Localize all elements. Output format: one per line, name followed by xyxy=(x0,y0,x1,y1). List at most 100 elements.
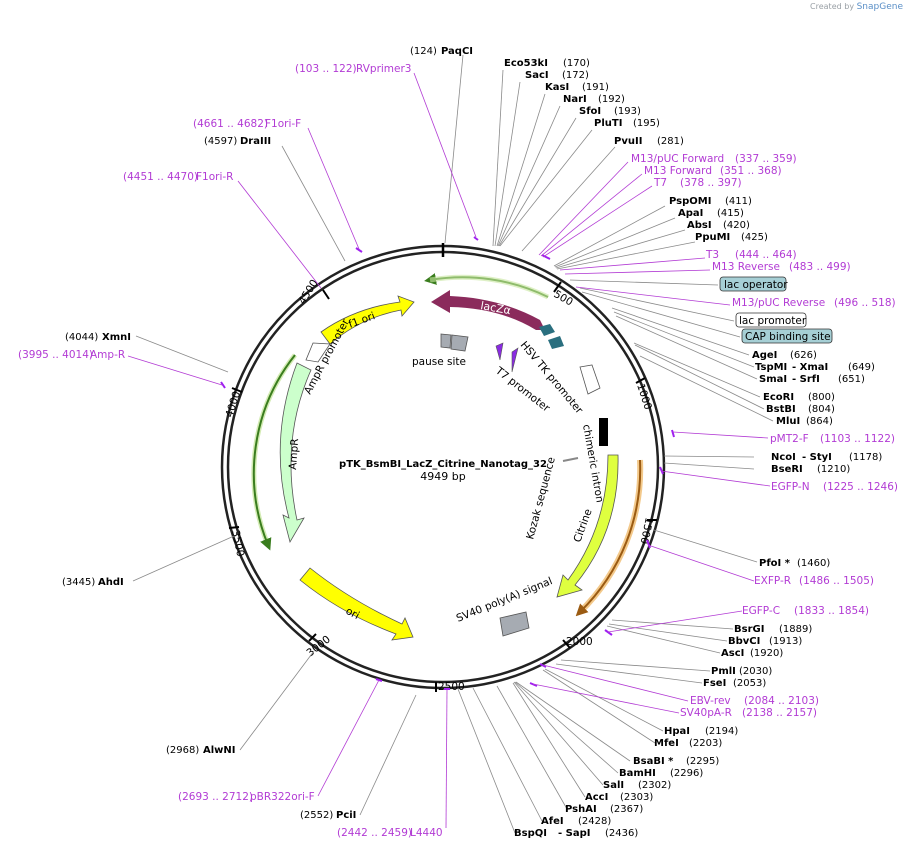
leader-lines xyxy=(132,54,774,834)
site-pos-xmni: (4044) xyxy=(65,332,98,343)
site-name-pshai: PshAI xyxy=(565,804,597,815)
site-pos-absi: (420) xyxy=(723,220,750,231)
site-pos-ppumi: (425) xyxy=(741,232,768,243)
plasmid-name: pTK_BsmBI_LacZ_Citrine_Nanotag_32 xyxy=(339,459,547,470)
f1-ori-label: f1 ori xyxy=(347,310,377,331)
primer-name-pbr322ori-f: pBR322ori-F xyxy=(250,791,315,803)
primer-leader-lines xyxy=(127,72,771,829)
boxed-feature-labels: lac operator lac promoter CAP binding si… xyxy=(719,276,833,344)
primer-pos-m13-rev: (483 .. 499) xyxy=(789,261,851,273)
left-labels: (103 .. 122) RVprimer3 (4661 .. 4682) F1… xyxy=(18,63,412,821)
snapgene-brand: SnapGene xyxy=(856,2,903,12)
site-name-pspomi: PspOMI xyxy=(669,196,711,207)
primer-name-f1ori-f: F1ori-F xyxy=(265,118,301,130)
primer-pos-ebv-rev: (2084 .. 2103) xyxy=(744,695,819,707)
citrine-direction-arc xyxy=(575,459,642,617)
tick-marks xyxy=(228,281,657,692)
lac-operator-label: lac operator xyxy=(724,279,788,291)
sv40-polya-feature xyxy=(499,611,530,637)
site-pos-tspmi: (649) xyxy=(848,362,875,373)
site-name-apai: ApaI xyxy=(678,208,703,219)
primer-name-m13-puc-rev: M13/pUC Reverse xyxy=(732,297,825,309)
tick-label-4000: 4000 xyxy=(223,390,243,419)
site-pos-nari: (192) xyxy=(598,94,625,105)
site-name-bbvci: BbvCI xyxy=(728,636,760,647)
primer-pos-m13-fwd: (351 .. 368) xyxy=(720,165,782,177)
primer-name-amp-r: Amp-R xyxy=(90,349,125,361)
primer-name-f1ori-r: F1ori-R xyxy=(196,171,233,183)
ampr-direction-arc xyxy=(252,354,296,551)
site-name-ppumi: PpuMI xyxy=(695,232,730,243)
site-pos-sali: (2302) xyxy=(638,780,671,791)
primer-pos-exfp-r: (1486 .. 1505) xyxy=(799,575,874,587)
site-name-alwni: AlwNI xyxy=(203,745,236,756)
site-name-bamhi: BamHI xyxy=(619,768,656,779)
site-name-bstbi: BstBI xyxy=(766,404,796,415)
site-pos-bsabi: (2295) xyxy=(686,756,719,767)
primer-name-egfp-n: EGFP-N xyxy=(771,481,810,493)
primer-pos-m13-puc-fwd: (337 .. 359) xyxy=(735,153,797,165)
chimeric-intron-feature xyxy=(599,418,608,446)
site-pos-mlui: (864) xyxy=(806,416,833,427)
site-pos-saci: (172) xyxy=(562,70,589,81)
site-name-mlui: MluI xyxy=(776,416,800,427)
site-name-hpai: HpaI xyxy=(664,726,690,737)
primer-pos-rvprimer3: (103 .. 122) xyxy=(295,63,357,75)
tick-label-1000: 1000 xyxy=(634,382,654,411)
site-name-bsabi: BsaBI * xyxy=(633,756,674,767)
site-pos-afei: (2428) xyxy=(578,816,611,827)
site-pos-kasi: (191) xyxy=(582,82,609,93)
site-pos-paqci: (124) xyxy=(410,46,437,57)
primer-pos-f1ori-f: (4661 .. 4682) xyxy=(193,118,268,130)
site-name-sali: SalI xyxy=(603,780,624,791)
site-name-nari: NarI xyxy=(563,94,587,105)
lac-promoter-label: lac promoter xyxy=(739,315,807,327)
primer-name-sv40pa-r: SV40pA-R xyxy=(680,707,732,719)
site-pos-acci: (2303) xyxy=(620,792,653,803)
site-name-afei: AfeI xyxy=(541,816,564,827)
primer-name-exfp-r: EXFP-R xyxy=(754,575,791,587)
primer-name-l4440: L4440 xyxy=(410,827,443,839)
site-pos-apai: (415) xyxy=(717,208,744,219)
site-name-ecori: EcoRI xyxy=(763,392,794,403)
site-name-draiii: DraIII xyxy=(240,136,271,147)
citrine-feature xyxy=(556,454,619,598)
primer-name-pmt2-f: pMT2-F xyxy=(770,433,809,445)
site-pos-pfoi: (1460) xyxy=(797,558,830,569)
site-name-tspmi: TspMI xyxy=(755,362,787,373)
site-name-xmai: - XmaI xyxy=(792,362,828,373)
hsv-tk-promoter-arrow xyxy=(579,364,601,395)
primer-pos-t7: (378 .. 397) xyxy=(680,177,742,189)
lac-operator-box xyxy=(719,276,787,292)
ori-label: ori xyxy=(344,605,362,622)
primer-name-rvprimer3: RVprimer3 xyxy=(356,63,412,75)
site-name-pmli: PmlI xyxy=(711,666,736,677)
site-pos-fsei: (2053) xyxy=(733,678,766,689)
site-pos-bstbi: (804) xyxy=(808,404,835,415)
ori-feature xyxy=(299,567,414,641)
primer-pos-sv40pa-r: (2138 .. 2157) xyxy=(742,707,817,719)
cap-site-label: CAP binding site xyxy=(745,331,831,343)
primer-pos-egfp-n: (1225 .. 1246) xyxy=(823,481,898,493)
tick-label-2000: 2000 xyxy=(566,636,593,648)
primer-name-ebv-rev: EBV-rev xyxy=(690,695,731,707)
site-name-kasi: KasI xyxy=(545,82,569,93)
lacza-feature xyxy=(431,290,545,330)
lacza-direction-glow xyxy=(429,274,550,300)
site-name-eco53ki: Eco53kI xyxy=(504,58,548,69)
site-pos-ecori: (800) xyxy=(808,392,835,403)
site-name-xmni: XmnI xyxy=(102,332,131,343)
site-name-bseri: BseRI xyxy=(771,464,803,475)
site-name-fsei: FseI xyxy=(703,678,726,689)
primer-pos-l4440: (2442 .. 2459) xyxy=(337,827,412,839)
site-pos-agei: (626) xyxy=(790,350,817,361)
site-pos-hpai: (2194) xyxy=(705,726,738,737)
site-pos-bamhi: (2296) xyxy=(670,768,703,779)
site-name-bspqi: BspQI xyxy=(514,828,547,839)
site-pos-smai: (651) xyxy=(838,374,865,385)
site-name-absi: AbsI xyxy=(687,220,712,231)
site-name-mfei: MfeI xyxy=(654,738,679,749)
site-pos-eco53ki: (170) xyxy=(563,58,590,69)
ampr-label: AmpR xyxy=(287,438,301,470)
